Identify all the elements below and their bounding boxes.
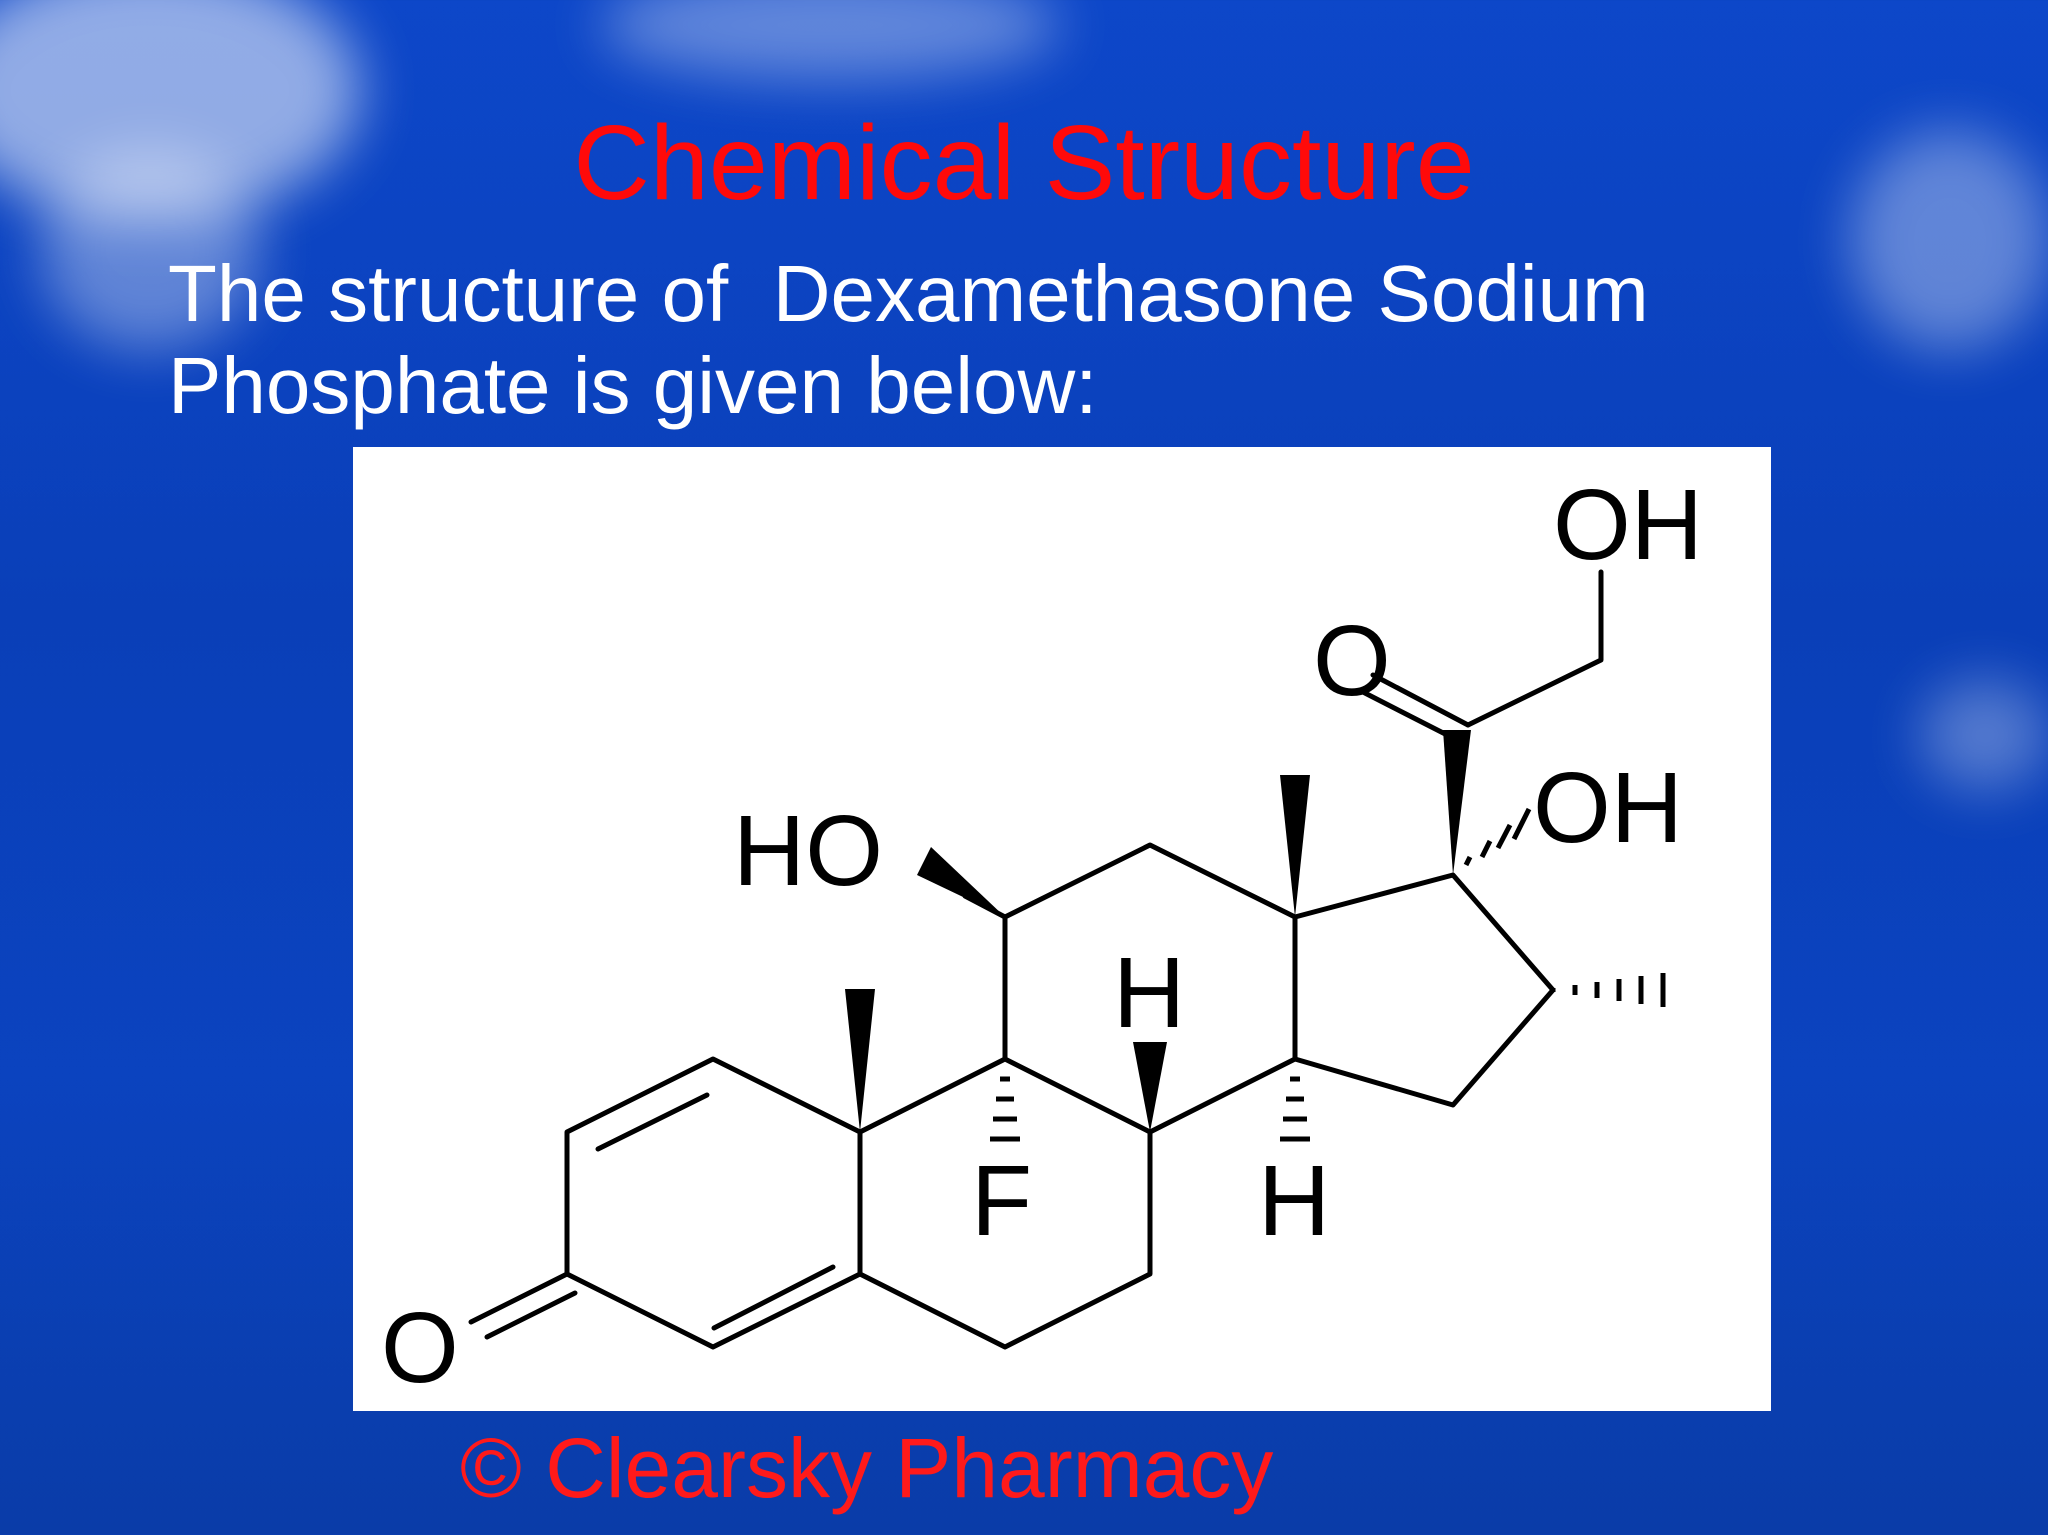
dexamethasone-structure-diagram: OH O OH HO H F H O — [381, 469, 1703, 1404]
hash-bond-c14-h — [1280, 1076, 1310, 1142]
wedge-methyl-c10 — [845, 989, 875, 1132]
ketone-double-bond-b — [1358, 688, 1458, 742]
atom-label-oh-right: OH — [1533, 752, 1683, 864]
wedge-c17-side-chain — [1443, 730, 1471, 875]
atom-label-o-bottom: O — [381, 1292, 459, 1404]
atom-label-o-ketone: O — [1313, 605, 1391, 717]
copyright-notice: © Clearsky Pharmacy — [460, 1421, 1274, 1515]
hash-bond-c9-f — [990, 1076, 1020, 1142]
ring-b-bonds — [857, 1056, 1153, 1350]
cloud-left — [40, 150, 260, 350]
slide-subtitle: The structure of Dexamethasone Sodium Ph… — [168, 248, 1968, 432]
slide-title: Chemical Structure — [573, 104, 1475, 222]
atom-label-ho-left: HO — [733, 795, 883, 907]
hash-bond-c17-oh — [1463, 807, 1532, 867]
cloud-right — [1920, 680, 2048, 790]
double-bond-c4-c5 — [711, 1264, 836, 1331]
ketone-bond-c3-b — [484, 1290, 578, 1340]
ketone-double-bond-a — [1370, 672, 1471, 728]
cloud-top-center — [600, 0, 1060, 80]
carbonyl-bond-chain — [1465, 569, 1604, 728]
subtitle-line-2: Phosphate is given below: — [168, 341, 1098, 430]
ring-d-bonds — [1292, 872, 1556, 1108]
atom-label-h-bottom: H — [1258, 1145, 1330, 1257]
atom-label-f: F — [971, 1145, 1032, 1257]
chemical-structure-panel: OH O OH HO H F H O — [353, 447, 1771, 1411]
atom-label-h-top: H — [1113, 937, 1185, 1049]
ring-c-bonds — [1002, 842, 1298, 1135]
ring-a-bonds — [564, 1056, 863, 1350]
wedge-h-c8 — [1133, 1042, 1167, 1132]
wedge-c11-oh — [917, 847, 1005, 917]
subtitle-line-1: The structure of Dexamethasone Sodium — [168, 249, 1649, 338]
ketone-bond-c3-a — [468, 1271, 570, 1325]
atom-label-oh-top: OH — [1553, 469, 1703, 581]
cloud-top-right — [1850, 130, 2048, 350]
double-bond-c1-c2 — [595, 1092, 710, 1152]
wedge-methyl-c13 — [1280, 775, 1310, 917]
hash-bond-c16-methyl — [1550, 973, 1666, 1007]
